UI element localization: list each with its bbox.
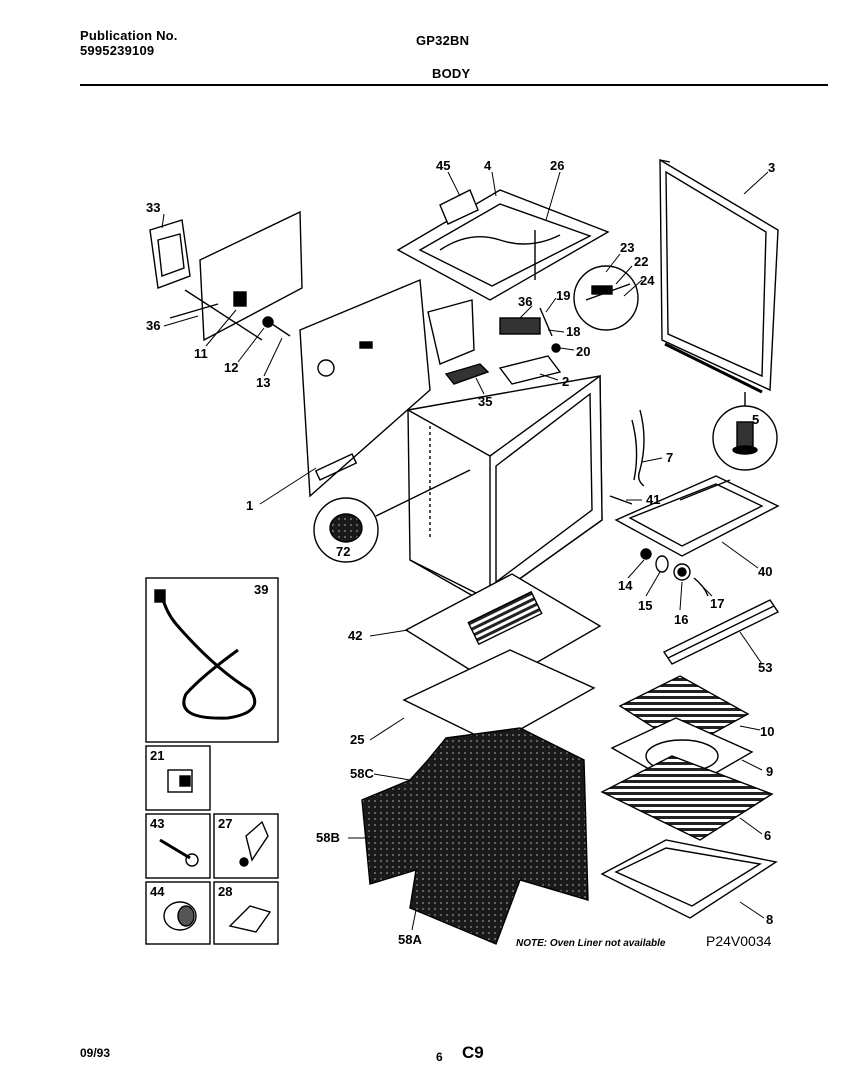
oven-liner-note: NOTE: Oven Liner not available <box>516 938 666 949</box>
callout-39: 39 <box>254 582 268 597</box>
callout-16: 16 <box>674 612 688 627</box>
inset-27 <box>213 813 279 879</box>
callout-58a: 58A <box>398 932 422 947</box>
callout-40: 40 <box>758 564 772 579</box>
callout-45: 45 <box>436 158 450 173</box>
callout-25: 25 <box>350 732 364 747</box>
diagram-code: P24V0034 <box>706 933 772 949</box>
callout-42: 42 <box>348 628 362 643</box>
callout-36-left: 36 <box>146 318 160 333</box>
callout-26: 26 <box>550 158 564 173</box>
callout-3: 3 <box>768 160 775 175</box>
callout-22: 22 <box>634 254 648 269</box>
callout-17: 17 <box>710 596 724 611</box>
part-7-wires <box>609 409 645 505</box>
part-side-upper-panel <box>169 210 303 342</box>
model-number: GP32BN <box>416 33 470 48</box>
callout-36-upper: 36 <box>518 294 532 309</box>
callout-13: 13 <box>256 375 270 390</box>
part-inset-72 <box>313 469 471 563</box>
leader-lines <box>161 171 769 931</box>
callout-58c: 58C <box>350 766 374 781</box>
section-title: BODY <box>432 66 471 81</box>
part-25-panel <box>402 649 596 745</box>
callout-11: 11 <box>194 346 208 361</box>
callout-9: 9 <box>766 764 773 779</box>
publication-number: 5995239109 <box>80 43 155 58</box>
callout-1: 1 <box>246 498 253 513</box>
part-12-13 <box>262 316 291 337</box>
inset-21 <box>145 745 211 811</box>
callout-24: 24 <box>640 273 655 288</box>
part-knobs-14-17 <box>640 548 709 597</box>
part-inset-5 <box>712 392 778 471</box>
footer-page-code: C9 <box>462 1043 484 1062</box>
callout-6: 6 <box>764 828 771 843</box>
callout-43: 43 <box>150 816 164 831</box>
footer-date: 09/93 <box>80 1046 111 1060</box>
callout-18: 18 <box>566 324 580 339</box>
callout-72: 72 <box>336 544 350 559</box>
part-53-bar <box>662 599 780 665</box>
part-back-panel <box>659 158 779 394</box>
part-58-oven-liner <box>361 727 589 945</box>
part-33-box <box>149 219 191 289</box>
part-8-drawer-frame <box>600 839 778 919</box>
callout-12: 12 <box>224 360 238 375</box>
part-left-side-panel <box>299 278 431 498</box>
publication-label: Publication No. <box>80 28 178 43</box>
callout-23: 23 <box>620 240 634 255</box>
part-top-cover <box>396 189 610 301</box>
callout-5: 5 <box>752 412 759 427</box>
part-oven-body <box>407 374 603 602</box>
callout-35: 35 <box>478 394 492 409</box>
callout-19: 19 <box>556 288 570 303</box>
callout-33: 33 <box>146 200 160 215</box>
callout-labels: 45 4 26 3 33 23 22 24 19 36 36 18 20 11 … <box>146 158 775 947</box>
callout-41: 41 <box>646 492 660 507</box>
callout-7: 7 <box>666 450 673 465</box>
part-6-oven-rack <box>600 755 774 841</box>
footer-page-number: 6 <box>436 1050 443 1064</box>
callout-2: 2 <box>562 374 569 389</box>
callout-8: 8 <box>766 912 773 927</box>
callout-4: 4 <box>484 158 492 173</box>
callout-15: 15 <box>638 598 652 613</box>
callout-58b: 58B <box>316 830 340 845</box>
callout-44: 44 <box>150 884 165 899</box>
callout-28: 28 <box>218 884 232 899</box>
inset-43 <box>145 813 211 879</box>
callout-20: 20 <box>576 344 590 359</box>
callout-21: 21 <box>150 748 164 763</box>
inset-39-power-cord <box>145 577 279 743</box>
part-inset-22-23-24 <box>573 265 639 331</box>
header-rule <box>80 84 828 86</box>
callout-27: 27 <box>218 816 232 831</box>
part-center-components <box>427 299 562 385</box>
part-42-bottom-panel <box>404 573 602 687</box>
callout-53: 53 <box>758 660 772 675</box>
callout-14: 14 <box>618 578 633 593</box>
inset-28 <box>213 881 279 945</box>
inset-44 <box>145 881 211 945</box>
part-40-drawer-front <box>614 475 780 557</box>
callout-10: 10 <box>760 724 774 739</box>
